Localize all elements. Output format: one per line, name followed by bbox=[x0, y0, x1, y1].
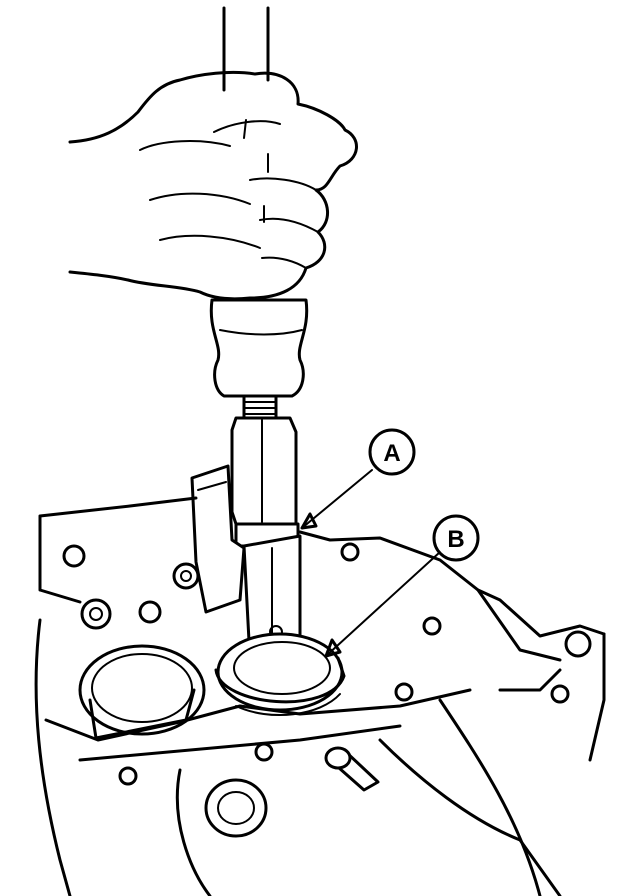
protruding-stud bbox=[324, 746, 380, 792]
threaded-shaft bbox=[242, 394, 278, 420]
hand bbox=[68, 70, 358, 301]
seal-bore-b bbox=[214, 632, 346, 717]
callout-a-label: A bbox=[383, 440, 400, 467]
housing-flange bbox=[38, 496, 606, 762]
callout-b-label: B bbox=[447, 526, 464, 553]
extension-bar bbox=[222, 6, 270, 92]
callout-b: B bbox=[432, 514, 480, 562]
tool-handle bbox=[209, 298, 309, 398]
leader-lines bbox=[300, 469, 441, 658]
bolt-bosses bbox=[62, 542, 592, 786]
lower-casing bbox=[34, 618, 562, 896]
large-bore bbox=[78, 644, 206, 740]
callout-a: A bbox=[368, 428, 416, 476]
hex-body bbox=[230, 416, 298, 526]
